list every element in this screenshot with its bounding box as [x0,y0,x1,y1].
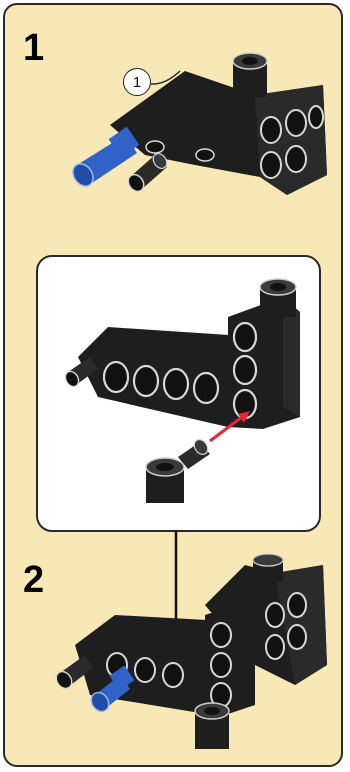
step-2-assembly-illustration [5,5,350,769]
instruction-page: 1 [3,3,343,767]
technic-beam-part [75,554,327,749]
